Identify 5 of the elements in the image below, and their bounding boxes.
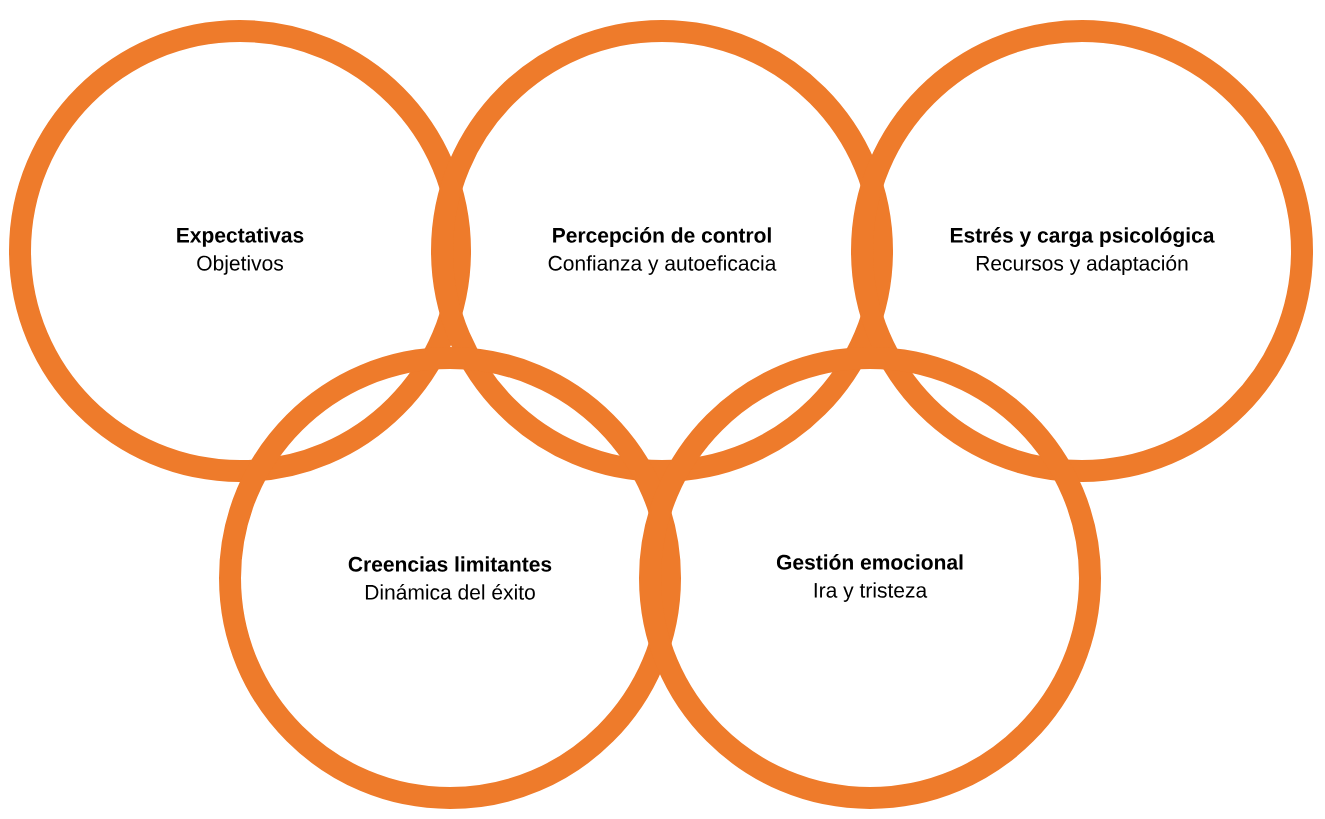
ring: Percepción de control Confianza y autoeficacia (431, 20, 893, 482)
ring: Expectativas Objetivos (9, 20, 471, 482)
ring: Gestión emocional Ira y tristeza (639, 347, 1101, 809)
ring: Estrés y carga psicológica Recursos y adaptación (851, 20, 1313, 482)
ring: Creencias limitantes Dinámica del éxito (219, 347, 681, 809)
